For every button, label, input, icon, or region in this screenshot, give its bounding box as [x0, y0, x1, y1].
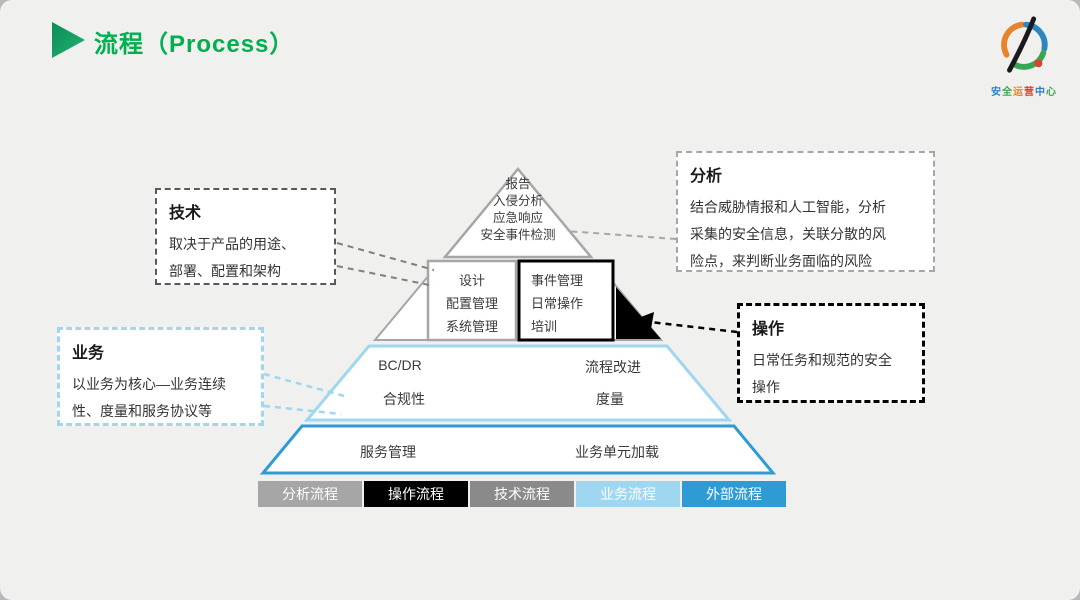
analysis-line: 报告: [505, 177, 531, 191]
legend-item-business: 业务流程: [576, 481, 680, 507]
connector-tech-2: [336, 265, 435, 287]
external-band-service-mgmt: 服务管理: [360, 444, 416, 460]
callout-tech-body: 取决于产品的用途、 部署、配置和架构: [169, 236, 295, 279]
legend-item-label: 外部流程: [706, 486, 762, 502]
analysis-line: 入侵分析: [492, 194, 543, 208]
callout-business: 业务 以业务为核心—业务连续 性、度量和服务协议等: [57, 327, 264, 426]
page-title: 流程（Process）: [94, 31, 295, 58]
pyramid-top-analysis-shape: [442, 167, 594, 259]
legend-item-external: 外部流程: [682, 481, 786, 507]
soc-logo-icon: [1001, 16, 1048, 73]
callout-tech-title: 技术: [169, 205, 202, 222]
business-band-compliance: 合规性: [383, 391, 425, 407]
legend-item-label: 技术流程: [494, 486, 550, 502]
pyramid-tech-box-shape: [426, 259, 518, 342]
legend-item-label: 分析流程: [282, 486, 338, 502]
legend-item-operations: 操作流程: [364, 481, 468, 507]
connector-business-1: [263, 372, 349, 399]
legend: 分析流程 操作流程 技术流程 业务流程 外部流程: [258, 481, 786, 507]
connector-tech-1: [336, 242, 435, 271]
logo-caption: 安全运营中心: [991, 87, 1057, 98]
legend-item-label: 业务流程: [600, 486, 656, 502]
callout-business-title: 业务: [72, 345, 105, 362]
callout-business-body: 以业务为核心—业务连续 性、度量和服务协议等: [72, 376, 226, 419]
ops-line: 事件管理: [531, 273, 584, 288]
ops-line: 培训: [531, 319, 558, 334]
connector-analysis: [565, 230, 677, 240]
pyramid-business-band-shape: [303, 344, 733, 422]
legend-item-label: 操作流程: [388, 486, 444, 502]
callout-analysis: 分析 结合威胁情报和人工智能，分析 采集的安全信息，关联分散的风 险点，来判断业…: [676, 151, 935, 272]
pyramid-tech-box-text: 设计 配置管理 系统管理: [430, 269, 514, 338]
business-band-process-improvement: 流程改进: [585, 359, 641, 375]
logo: 安全运营中心: [985, 14, 1063, 98]
pyramid-ops-box-shape: [517, 259, 615, 342]
callout-operations-title: 操作: [752, 321, 785, 338]
analysis-line: 应急响应: [492, 211, 543, 225]
callout-analysis-body: 结合威胁情报和人工智能，分析 采集的安全信息，关联分散的风 险点，来判断业务面临…: [690, 199, 886, 269]
legend-item-analysis: 分析流程: [258, 481, 362, 507]
callout-operations: 操作 日常任务和规范的安全 操作: [737, 303, 925, 403]
business-band-metrics: 度量: [596, 391, 624, 407]
pyramid-top-analysis-text: 报告 入侵分析 应急响应 安全事件检测: [408, 176, 628, 244]
tech-line: 系统管理: [445, 319, 498, 334]
callout-tech: 技术 取决于产品的用途、 部署、配置和架构: [155, 188, 336, 285]
ops-line: 日常操作: [531, 296, 584, 311]
external-band-business-unit-onboarding: 业务单元加载: [575, 444, 659, 460]
legend-item-technology: 技术流程: [470, 481, 574, 507]
title-play-icon: [52, 22, 85, 58]
connector-operations: [649, 320, 738, 334]
callout-analysis-title: 分析: [690, 168, 723, 185]
callout-operations-body: 日常任务和规范的安全 操作: [752, 352, 892, 395]
analysis-line: 安全事件检测: [480, 228, 556, 242]
connector-business-2: [263, 404, 342, 416]
pyramid-external-band-shape: [259, 424, 777, 475]
connector-operations-arrowhead: [633, 312, 654, 329]
tech-line: 设计: [458, 273, 485, 288]
business-band-bcdr: BC/DR: [378, 357, 422, 373]
tech-line: 配置管理: [445, 296, 498, 311]
pyramid-ops-box-text: 事件管理 日常操作 培训: [531, 269, 611, 338]
